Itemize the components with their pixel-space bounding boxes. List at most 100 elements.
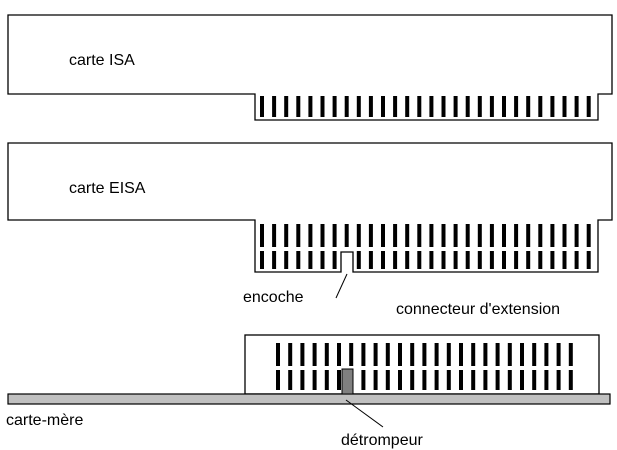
isa-card-outline (7, 14, 613, 121)
connector-pin (446, 343, 451, 366)
connector-pin (459, 370, 463, 390)
connector-pin (520, 343, 524, 366)
connector-pin (429, 251, 434, 269)
eisa-card-pins (260, 224, 591, 269)
connector-pin (300, 343, 305, 366)
connector-pin (507, 343, 512, 366)
connector-pin (489, 96, 494, 117)
connector-pin (526, 224, 531, 247)
connector-pin (459, 343, 463, 366)
connector-pin (562, 251, 567, 269)
connector-pin (308, 96, 313, 117)
connector-pin (441, 251, 446, 269)
connector-pin (434, 370, 439, 390)
connector-pin (483, 370, 488, 390)
connector-pin (520, 370, 524, 390)
connector-pin (337, 370, 341, 390)
connector-pin (405, 251, 410, 269)
connector-pin (344, 224, 349, 247)
connector-pin (368, 251, 373, 269)
connector-pin (538, 96, 543, 117)
connector-pin (477, 224, 482, 247)
isa-card-label: carte ISA (69, 52, 135, 69)
connector-pin (393, 96, 398, 117)
connector-pin (532, 343, 537, 366)
connector-pin (586, 96, 591, 117)
connector-pin (356, 251, 361, 269)
connector-pin (385, 370, 390, 390)
connector-pin (312, 370, 317, 390)
connector-pin (429, 96, 434, 117)
connector-pin (272, 96, 277, 117)
connector-pin (568, 343, 573, 366)
connector-pin (556, 343, 561, 366)
connector-pin (368, 224, 373, 247)
connector-pin (465, 96, 470, 117)
connector-pin (422, 370, 427, 390)
connector-pin (453, 96, 458, 117)
connector-pin (381, 224, 385, 247)
connector-pin (368, 96, 373, 117)
connector-pin (417, 251, 422, 269)
connector-pin (586, 251, 591, 269)
connector-pin (381, 96, 385, 117)
connector-pin (489, 251, 494, 269)
connector-pin (538, 224, 543, 247)
connector-pin (405, 224, 410, 247)
connector-pin (514, 96, 519, 117)
connector-pin (586, 224, 591, 247)
connector-pin (526, 251, 531, 269)
connector-pin (471, 370, 476, 390)
connector-pin (434, 343, 439, 366)
connector-pin (417, 224, 422, 247)
connector-pin (502, 251, 506, 269)
connector-pin (324, 370, 329, 390)
connector-pin (312, 343, 317, 366)
connector-pin (356, 96, 361, 117)
connector-pin (296, 96, 301, 117)
motherboard-board (7, 393, 611, 405)
connector-pin (550, 224, 555, 247)
connector-pin (550, 96, 555, 117)
connector-pin (332, 251, 337, 269)
connector-pin (344, 96, 349, 117)
connector-pin (337, 343, 341, 366)
connector-pin (514, 251, 519, 269)
connector-pin (272, 251, 277, 269)
eisa-card-outline (7, 142, 613, 273)
connector-pin (562, 224, 567, 247)
connector-pin (568, 370, 573, 390)
connector-pin (417, 96, 422, 117)
connector-pin (556, 370, 561, 390)
connector-pin (260, 96, 264, 117)
connector-pin (538, 251, 543, 269)
eisa-card: carte EISA (7, 142, 613, 273)
connector-pin (324, 343, 329, 366)
connector-pin (405, 96, 410, 117)
eisa-card-label: carte EISA (69, 180, 146, 197)
connector-pin (550, 251, 555, 269)
connector-pin (489, 224, 494, 247)
connector-pin (393, 224, 398, 247)
connector-pin (465, 251, 470, 269)
connector-pin (288, 370, 293, 390)
connector-pin (574, 224, 579, 247)
connector-pin (410, 370, 415, 390)
connector-pin (288, 343, 293, 366)
connector-pin (276, 370, 280, 390)
connector-pin (308, 251, 313, 269)
connector-pin (272, 224, 277, 247)
connector-pin (284, 96, 289, 117)
expansion-connector-pins (276, 343, 573, 390)
connector-pin (574, 251, 579, 269)
connector-pin (308, 224, 313, 247)
connector-pin (260, 224, 264, 247)
motherboard-label: carte-mère (6, 412, 83, 429)
connector-pin (349, 343, 354, 366)
connector-pin (276, 343, 280, 366)
connector-pin (300, 370, 305, 390)
connector-pin (453, 224, 458, 247)
connector-pin (410, 343, 415, 366)
connector-pin (429, 224, 434, 247)
